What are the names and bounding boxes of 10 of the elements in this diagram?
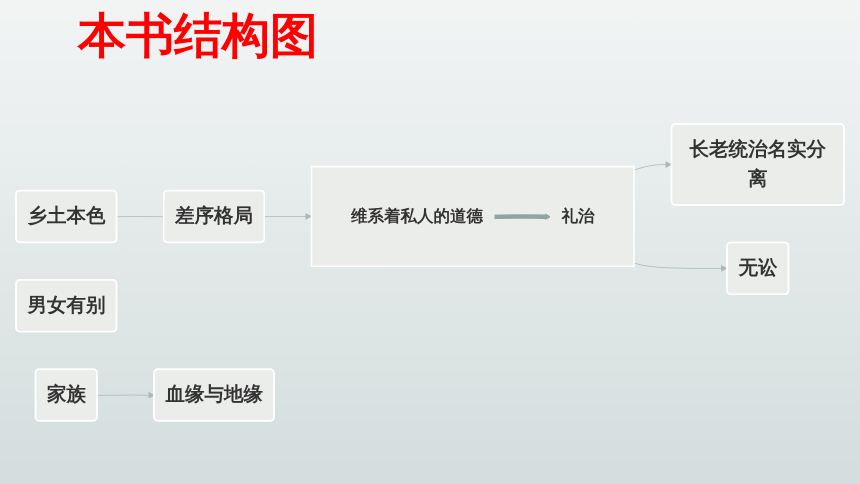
arrow — [264, 213, 312, 220]
node-text: 维系着私人的道德 — [350, 207, 483, 226]
arrow — [494, 214, 552, 220]
connector — [116, 216, 164, 218]
arrow — [634, 161, 672, 170]
title: 本书结构图 — [78, 7, 318, 66]
cluster — [310, 166, 635, 268]
arrow — [634, 262, 728, 272]
node-text: 礼治 — [562, 207, 595, 226]
arrow — [97, 392, 155, 399]
